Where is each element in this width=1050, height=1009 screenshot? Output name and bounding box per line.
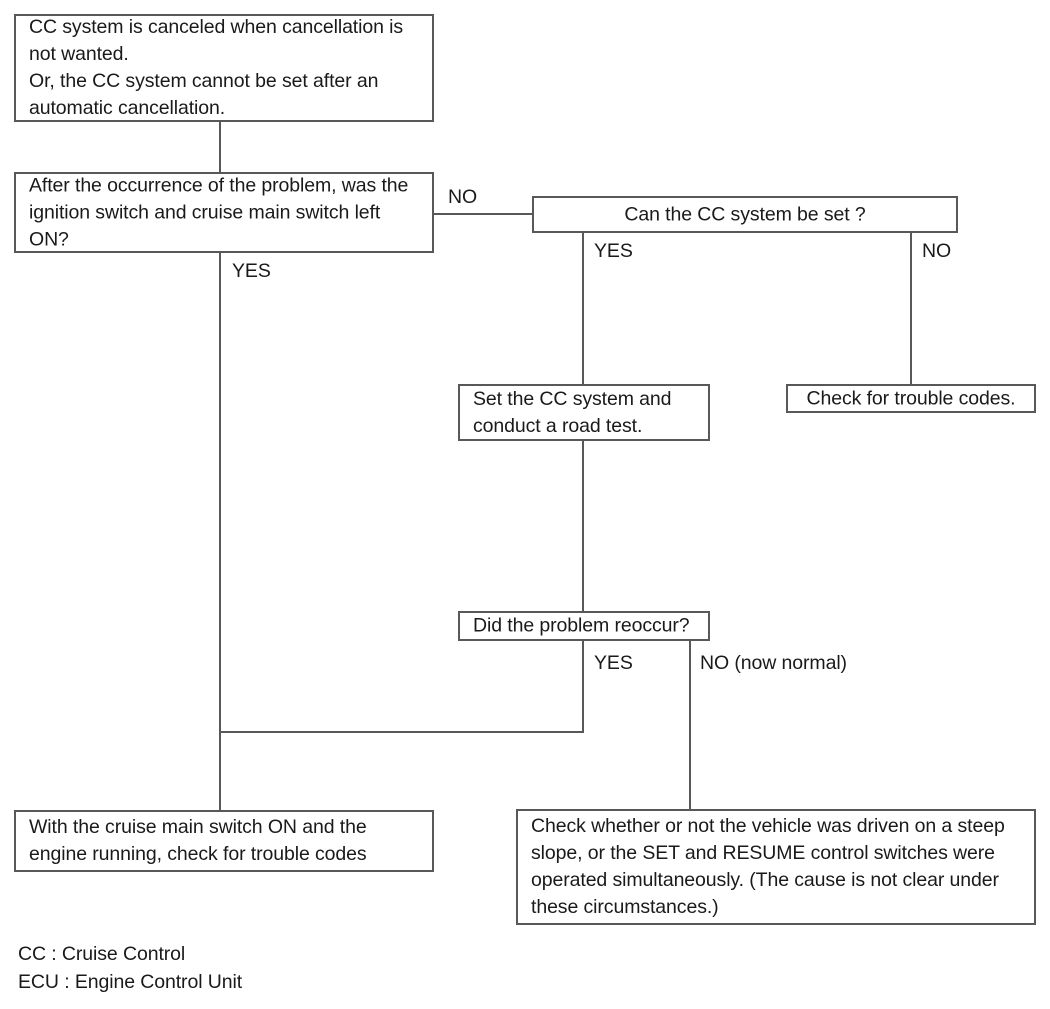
edge-label-reoccur-no: NO (now normal)	[700, 652, 847, 674]
action-cruise-on-codes-box: With the cruise main switch ON and the e…	[14, 810, 434, 872]
question-can-set-box: Can the CC system be set ?	[532, 196, 958, 233]
question-reoccur-box-text: Did the problem reoccur?	[473, 614, 690, 637]
question-ignition-box: After the occurrence of the problem, was…	[14, 172, 434, 253]
connector-canset-yes-to-roadtest	[582, 232, 584, 385]
question-can-set-box-text: Can the CC system be set ?	[624, 203, 866, 225]
action-road-test-box: Set the CC system and conduct a road tes…	[458, 384, 710, 441]
edge-label-canset-yes: YES	[594, 240, 633, 262]
edge-label-reoccur-yes: YES	[594, 652, 633, 674]
connector-reoccur-yes-to-spine	[219, 731, 584, 733]
action-check-codes-box-text: Check for trouble codes.	[806, 387, 1016, 409]
connector-roadtest-to-reoccur	[582, 440, 584, 611]
edge-label-canset-no: NO	[922, 240, 952, 262]
connector-ignition-yes-spine	[219, 252, 221, 812]
connector-canset-no-to-checkcodes	[910, 232, 912, 385]
question-reoccur-box: Did the problem reoccur?	[458, 611, 710, 641]
question-ignition-box-text: After the occurrence of the problem, was…	[29, 174, 409, 250]
action-check-steep-slope-box-text: Check whether or not the vehicle was dri…	[531, 815, 1005, 918]
connector-ignition-no-to-canset	[434, 213, 534, 215]
edge-label-ignition-yes: YES	[232, 260, 271, 282]
action-road-test-box-text: Set the CC system and conduct a road tes…	[473, 387, 672, 437]
legend-abbreviations: CC : Cruise Control ECU : Engine Control…	[18, 943, 243, 993]
symptom-box: CC system is canceled when cancellation …	[14, 14, 434, 122]
edge-label-ignition-no: NO	[448, 186, 478, 208]
action-cruise-on-codes-box-text: With the cruise main switch ON and the e…	[29, 816, 367, 865]
action-check-codes-box: Check for trouble codes.	[786, 384, 1036, 413]
action-check-steep-slope-box: Check whether or not the vehicle was dri…	[516, 809, 1036, 925]
connector-reoccur-yes-down	[582, 640, 584, 733]
connector-reoccur-no-to-steepslope	[689, 640, 691, 810]
symptom-box-text: CC system is canceled when cancellation …	[29, 16, 404, 119]
connector-symptom-to-ignition	[219, 122, 221, 172]
